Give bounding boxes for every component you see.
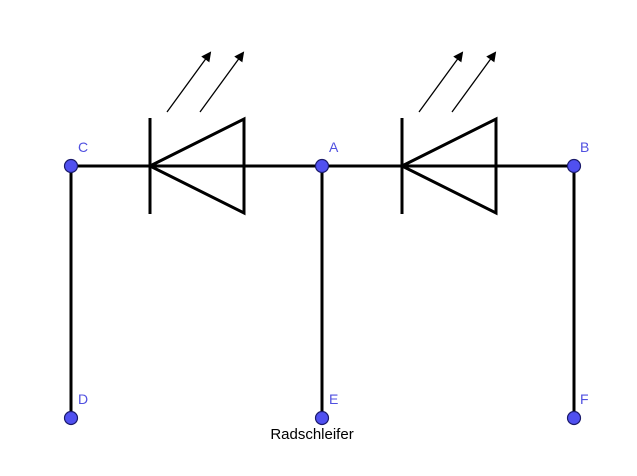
led-1-light-arrow-2 xyxy=(199,51,245,113)
led-1 xyxy=(146,51,246,216)
label-e: E xyxy=(329,391,338,407)
caption-radschleifer: Radschleifer xyxy=(270,426,353,443)
led-1-triangle xyxy=(146,116,246,216)
node-f[interactable] xyxy=(566,410,582,426)
node-a[interactable] xyxy=(314,158,330,174)
led-2-triangle xyxy=(398,116,498,216)
node-c[interactable] xyxy=(63,158,79,174)
label-b: B xyxy=(580,139,589,155)
label-c: C xyxy=(78,139,88,155)
label-f: F xyxy=(580,391,589,407)
node-b[interactable] xyxy=(566,158,582,174)
led-1-light-arrow-1 xyxy=(166,51,212,113)
node-e[interactable] xyxy=(314,410,330,426)
led-2 xyxy=(398,51,498,216)
node-d[interactable] xyxy=(63,410,79,426)
label-a: A xyxy=(329,139,339,155)
led-2-light-arrow-2 xyxy=(451,51,497,113)
label-d: D xyxy=(78,391,88,407)
led-2-light-arrow-1 xyxy=(418,51,464,113)
